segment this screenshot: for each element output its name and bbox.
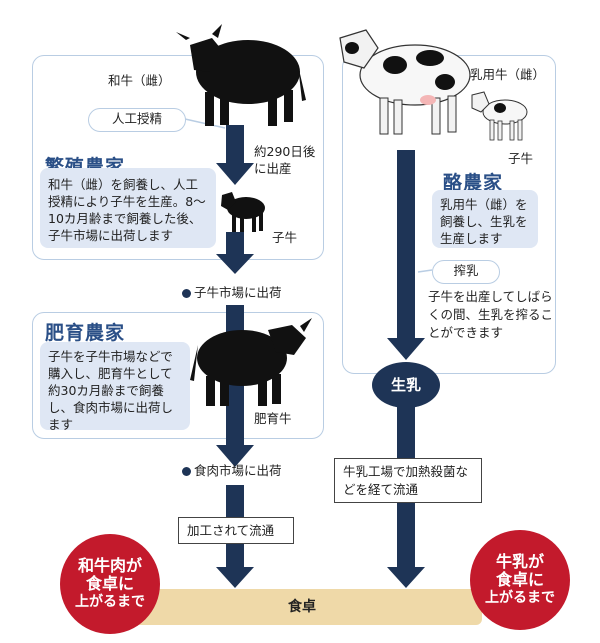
wagyu-female-label: 和牛（雌） [108,73,171,88]
milk-badge-line2: 食卓に [495,570,544,589]
dairy-cow-icon [339,29,471,135]
milk-badge-line3: 上がるまで [485,590,555,606]
calf-icon [221,192,265,232]
fattening-desc: 子牛を子牛市場などで購入し、肥育牛として約30カ月齢まで飼養し、食肉市場に出荷し… [40,342,190,432]
dairy-female-label: 乳用牛（雌） [470,67,546,82]
processed-box: 加工されて流通 [178,517,294,544]
milk-factory-box: 牛乳工場で加熱殺菌などを経て流通 [334,458,482,503]
wagyu-cow-icon [176,24,306,126]
insemination-callout: 人工授精 [88,108,186,132]
calf-label-right: 子牛 [508,151,534,166]
wagyu-badge-line1: 和牛肉が [77,556,142,575]
calf-label-left: 子牛 [272,230,298,245]
days-after-label: 約290日後 に出産 [254,144,316,176]
milk-badge-line1: 牛乳が [495,552,544,571]
dairy-desc: 乳用牛（雌）を飼養し、生乳を生産します [432,190,538,248]
dairy-farm-heading: 酪農家 [443,172,504,194]
raw-milk-node: 生乳 [372,362,440,408]
ship-meat-market-label: 食肉市場に出荷 [182,460,282,479]
breeding-desc: 和牛（雌）を飼養し、人工授精により子牛を生産。8～10カ月齢まで飼養した後、子牛… [40,168,216,248]
fattening-cattle-label: 肥育牛 [254,411,292,426]
milking-desc: 子牛を出産してしばらくの間、生乳を搾ることができます [428,289,554,340]
ship-calf-market-label: 子牛市場に出荷 [182,282,282,301]
milking-callout: 搾乳 [432,260,500,284]
milk-badge: 牛乳が 食卓に 上がるまで [470,530,570,630]
wagyu-badge-line3: 上がるまで [75,594,145,610]
wagyu-badge-line2: 食卓に [85,574,134,593]
fattening-cattle-icon [190,318,312,406]
fattening-farm-heading: 肥育農家 [45,322,126,344]
dairy-calf-icon [471,91,528,141]
table-bar: 食卓 [122,589,482,625]
wagyu-badge: 和牛肉が 食卓に 上がるまで [60,534,160,634]
